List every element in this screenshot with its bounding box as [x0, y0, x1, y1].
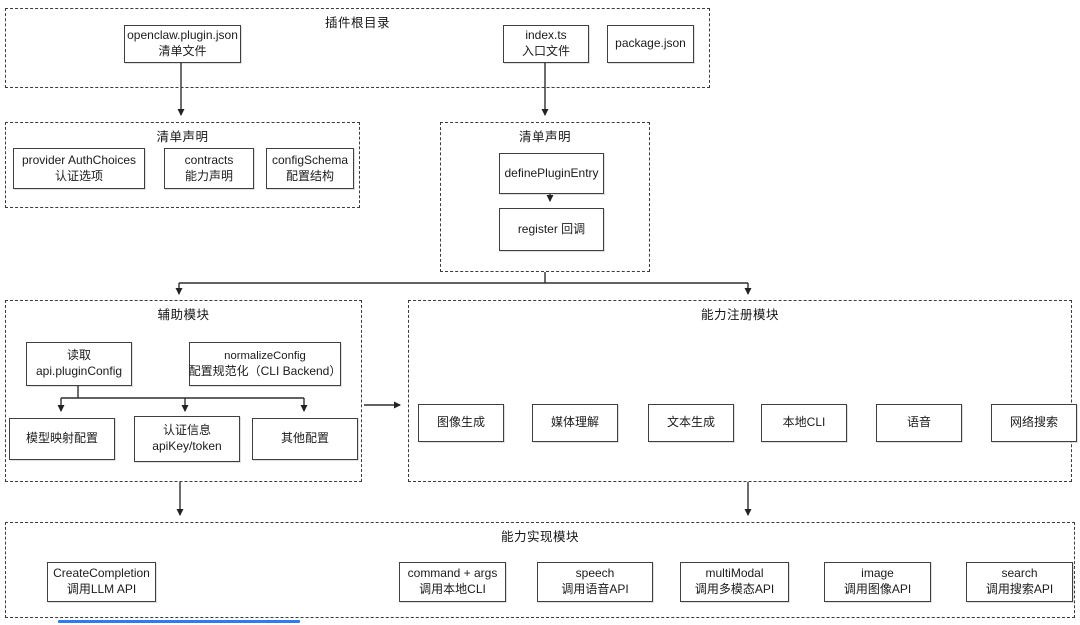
node-openclaw-plugin-json: openclaw.plugin.json 清单文件: [124, 25, 241, 63]
group-capability-registry-module: 能力注册模块 图像生成 媒体理解 文本生成 本地CLI 语音 网络搜索: [408, 300, 1077, 482]
node-capability-image-gen: 图像生成: [418, 404, 504, 442]
branch-manifest-to-modules: [175, 272, 752, 295]
node-index-ts: index.ts 入口文件: [503, 25, 589, 63]
node-command-args: command + args 调用本地CLI: [399, 562, 506, 602]
node-provider-authchoices: provider AuthChoices 认证选项: [13, 148, 145, 189]
node-read-pluginconfig: 读取 api.pluginConfig: [26, 342, 132, 386]
node-capability-local-cli: 本地CLI: [761, 404, 847, 442]
node-contracts: contracts 能力声明: [164, 148, 254, 189]
node-image-impl: image 调用图像API: [824, 562, 931, 602]
node-createcompletion: CreateCompletion 调用LLM API: [47, 562, 156, 602]
group-helper-module: 辅助模块 读取 api.pluginConfig normalizeConfig…: [5, 300, 362, 482]
node-speech-impl: speech 调用语音API: [537, 562, 653, 602]
group-manifest-declaration-right: 清单声明 definePluginEntry register 回调: [440, 122, 650, 272]
node-register-callback: register 回调: [499, 208, 604, 251]
node-search-impl: search 调用搜索API: [966, 562, 1073, 602]
group-plugin-root: 插件根目录 openclaw.plugin.json 清单文件 index.ts…: [5, 8, 710, 88]
node-model-map-config: 模型映射配置: [9, 418, 115, 460]
bottom-blue-bar: [58, 620, 300, 623]
node-capability-web-search: 网络搜索: [991, 404, 1077, 442]
node-configschema: configSchema 配置结构: [266, 148, 354, 189]
group-title: 清单声明: [156, 130, 209, 144]
node-capability-speech: 语音: [876, 404, 962, 442]
node-auth-info: 认证信息 apiKey/token: [134, 416, 240, 462]
group-manifest-declaration-left: 清单声明 provider AuthChoices 认证选项 contracts…: [5, 122, 360, 208]
node-capability-media-understanding: 媒体理解: [532, 404, 618, 442]
node-defineplugin-entry: definePluginEntry: [499, 153, 604, 194]
node-package-json: package.json: [607, 25, 694, 63]
group-title: 能力注册模块: [700, 308, 779, 322]
group-capability-impl-module: 能力实现模块 CreateCompletion 调用LLM API comman…: [5, 522, 1075, 618]
node-multimodal-impl: multiModal 调用多模态API: [680, 562, 789, 602]
node-capability-text-gen: 文本生成: [648, 404, 734, 442]
group-title: 清单声明: [518, 130, 571, 144]
node-other-config: 其他配置: [252, 418, 358, 460]
node-normalizeconfig: normalizeConfig 配置规范化（CLI Backend）: [189, 342, 341, 386]
group-title: 插件根目录: [324, 16, 390, 30]
group-title: 能力实现模块: [500, 530, 579, 544]
group-title: 辅助模块: [157, 308, 210, 322]
